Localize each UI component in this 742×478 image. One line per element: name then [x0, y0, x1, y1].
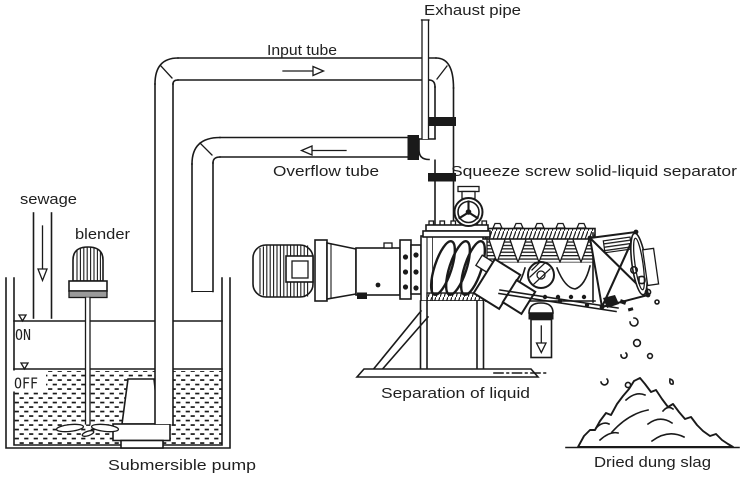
label-input-tube: Input tube: [267, 42, 337, 59]
exhaust-pipe: [420, 19, 430, 140]
input-flow-arrow: [282, 65, 326, 77]
stand-brace: [372, 309, 423, 370]
label-overflow-tube: Overflow tube: [273, 163, 379, 180]
motor-mount-plate: [314, 239, 328, 302]
pile-texture: [594, 393, 686, 443]
submersible-pump: [112, 378, 171, 449]
label-blender: blender: [75, 226, 130, 243]
tank-inner-wall: [13, 277, 223, 446]
pump-base-flange: [112, 423, 171, 442]
pump-base-pad: [120, 439, 164, 449]
screw-flights: [488, 239, 590, 264]
label-separation-of-liquid: Separation of liquid: [381, 385, 530, 402]
tank-outer-wall: [5, 277, 231, 449]
screen-top-rail: [482, 227, 596, 240]
level-marker-off-icon: [19, 362, 30, 371]
pipe-flange-upper: [428, 117, 456, 126]
sewage-inlet: [32, 212, 53, 319]
label-dried-dung-slag: Dried dung slag: [594, 454, 711, 471]
discharge-lip: [603, 295, 619, 308]
blender-motor-fins: [76, 246, 101, 281]
pipe-flange-lower: [428, 173, 456, 182]
pump-body: [121, 378, 160, 425]
label-exhaust-pipe: Exhaust pipe: [424, 2, 521, 19]
level-marker-on-icon: [17, 314, 28, 323]
lever-rod: [498, 289, 619, 313]
inlet-flange-plate: [422, 220, 491, 238]
valve-bonnet: [457, 185, 480, 193]
drive-flange-stack: [399, 239, 422, 300]
label-separator: Squeeze screw solid-liquid separator: [451, 163, 737, 180]
discharge-cage: [587, 229, 660, 310]
pile-outline: [577, 377, 734, 448]
label-level-off: OFF: [14, 375, 38, 393]
blender-collar-band: [68, 290, 108, 299]
dung-pile: [565, 265, 740, 449]
blender-propeller: [55, 423, 85, 433]
stand-base: [355, 368, 540, 378]
labels: Exhaust pipe Input tube Overflow tube Sq…: [14, 2, 737, 474]
overflow-left-elbow: [191, 136, 221, 165]
overflow-flange: [407, 135, 419, 160]
overflow-flow-arrow: [299, 145, 347, 156]
pipe-network: [154, 19, 456, 425]
label-level-on: ON: [15, 326, 31, 344]
liquid-outlet: [528, 302, 554, 359]
blender: [55, 246, 120, 437]
label-sewage: sewage: [20, 191, 77, 208]
outlet-dome: [528, 302, 554, 314]
blender-collar: [68, 280, 108, 292]
inlet-valve: [453, 185, 484, 227]
separator-machine: [252, 185, 660, 316]
drum-hub: [527, 261, 555, 289]
gearbox-cylinder: [355, 247, 401, 296]
input-tube-left-elbow: [154, 57, 179, 85]
input-tube-right-elbow: [435, 57, 455, 89]
label-submersible-pump: Submersible pump: [108, 457, 256, 474]
separator-motor: [252, 244, 314, 298]
falling-chunks: [600, 265, 674, 389]
separator-stand: [355, 300, 550, 378]
